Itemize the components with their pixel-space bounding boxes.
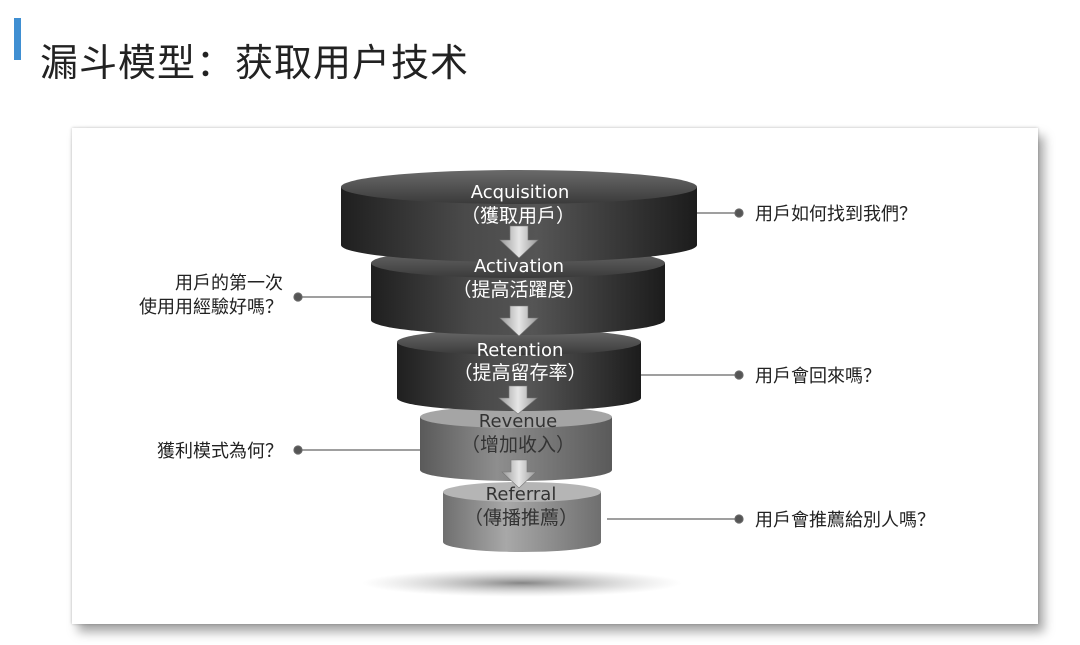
stage-referral-sub: （傳播推薦） (464, 507, 578, 529)
question-activation-line2: 使用用經驗好嗎？ (139, 297, 283, 318)
stage-revenue (420, 406, 612, 481)
arrow-2 (499, 305, 539, 337)
stage-acquisition-name: Acquisition (471, 182, 570, 203)
stage-referral (443, 482, 601, 552)
stage-revenue-sub: （增加收入） (461, 434, 575, 456)
connector-activation-dot (293, 292, 303, 302)
stage-referral-name: Referral (486, 484, 557, 505)
question-retention: 用戶會回來嗎？ (755, 366, 881, 387)
question-revenue: 獲利模式為何？ (157, 441, 283, 462)
arrow-4 (501, 459, 537, 489)
question-referral: 用戶會推薦給別人嗎？ (755, 510, 935, 531)
connector-referral-dot (734, 514, 744, 524)
arrow-3 (498, 385, 538, 415)
arrow-1 (499, 225, 539, 259)
page-title: 漏斗模型：获取用户技术 (40, 41, 470, 86)
stage-acquisition-sub: （獲取用戶） (461, 205, 575, 227)
funnel-shadow (362, 569, 682, 597)
stage-activation-sub: （提高活躍度） (452, 279, 585, 301)
connector-acquisition-dot (734, 208, 744, 218)
stage-retention-name: Retention (477, 340, 564, 361)
stage-retention (397, 329, 641, 411)
stage-revenue-name: Revenue (479, 411, 557, 432)
connector-retention-dot (734, 370, 744, 380)
stage-activation-name: Activation (474, 256, 564, 277)
connector-revenue-dot (293, 445, 303, 455)
question-acquisition: 用戶如何找到我們？ (755, 204, 917, 225)
stage-acquisition (341, 170, 697, 262)
question-activation-line1: 用戶的第一次 (175, 273, 283, 294)
stage-retention-sub: （提高留存率） (453, 362, 586, 384)
title-accent-bar (14, 18, 21, 60)
